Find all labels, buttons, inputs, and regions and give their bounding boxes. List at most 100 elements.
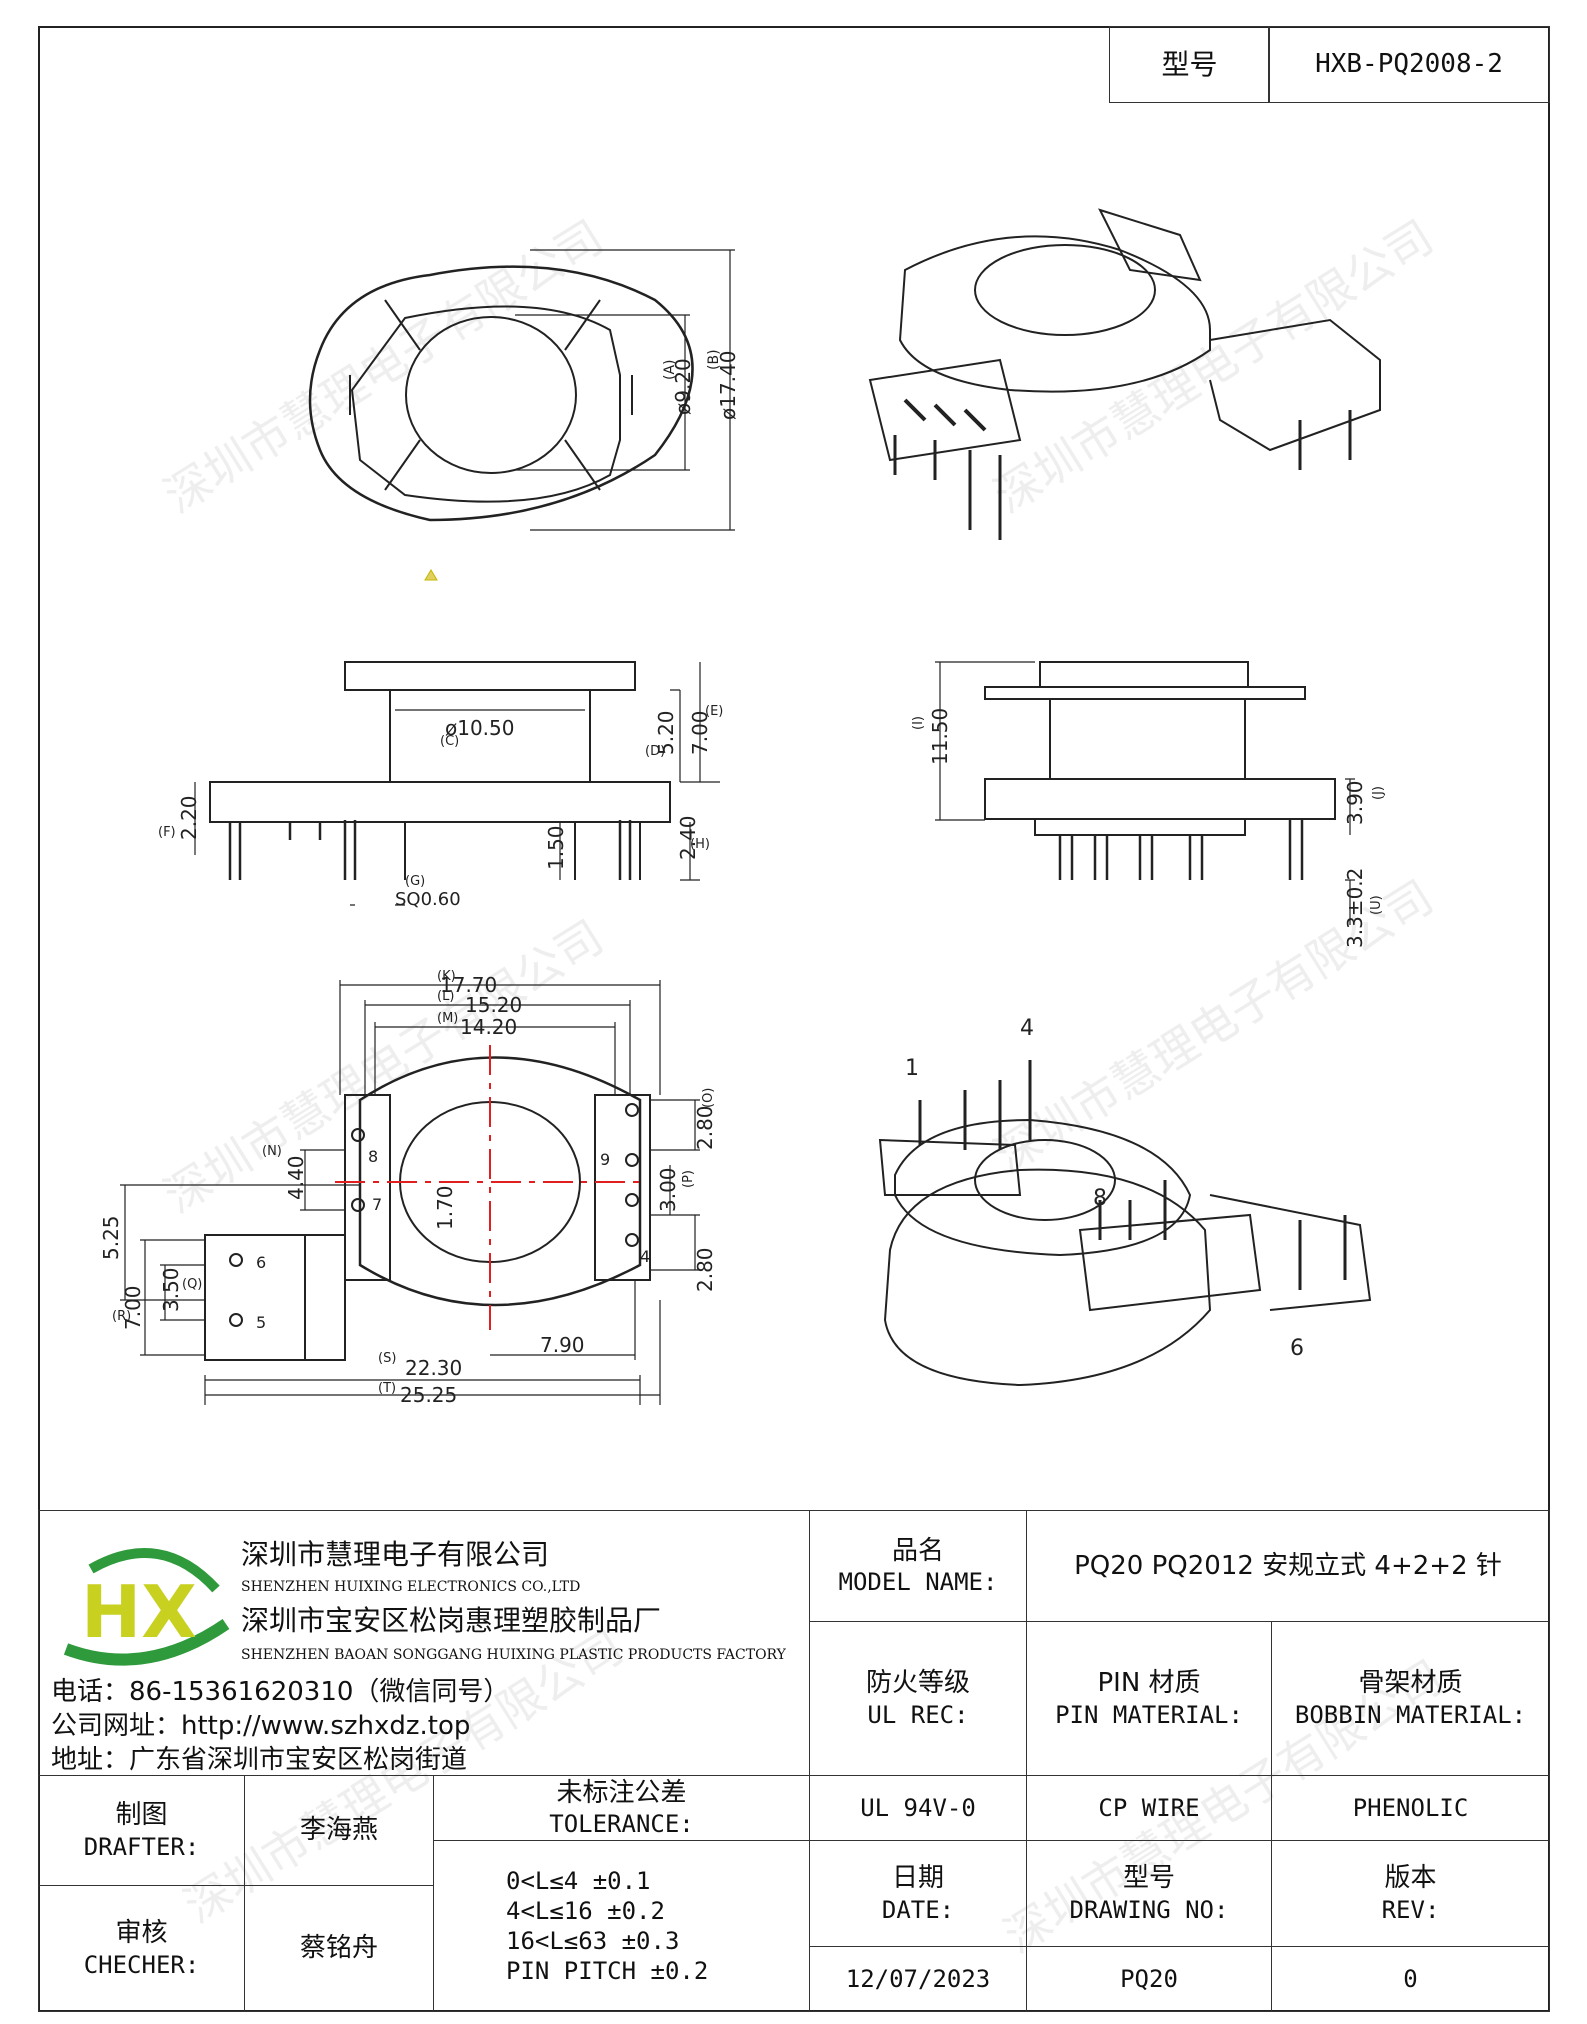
bobbin-value: PHENOLIC — [1352, 1794, 1469, 1822]
drawing-no-header: 型号 DRAWING NO: — [1026, 1840, 1272, 1947]
logo-text: HX — [81, 1570, 197, 1654]
drafter-name-cell: 李海燕 — [244, 1775, 434, 1886]
model-label: 型号 — [1161, 48, 1218, 81]
dim-g-value: SQ0.60 — [395, 889, 461, 910]
top-view-dim-lines — [684, 250, 731, 530]
dim-x-value: 5.25 — [99, 1215, 123, 1260]
dim-s-value: 22.30 — [405, 1356, 462, 1380]
dim-r-label: (R) — [112, 1309, 131, 1324]
dim-v-value: 1.70 — [433, 1185, 457, 1230]
dim-d-label: (D) — [645, 744, 665, 759]
front-top-flange — [344, 661, 636, 691]
dim-w-line — [490, 1280, 636, 1360]
dim-j-value: 3.90 — [1343, 780, 1367, 825]
dim-o-label: (O) — [701, 1088, 716, 1108]
front-pins — [343, 820, 632, 880]
dim-m-value: 14.20 — [460, 1015, 517, 1039]
dim-p-value: 3.00 — [656, 1167, 680, 1212]
side-view — [935, 661, 1355, 925]
date-value: 12/07/2023 — [845, 1965, 991, 1993]
front-view — [194, 661, 720, 906]
dim-l-label: (L) — [437, 989, 454, 1004]
drawing-no-en: DRAWING NO: — [1069, 1895, 1229, 1924]
ul-value: UL 94V-0 — [860, 1794, 976, 1822]
dim-n-value: 4.40 — [284, 1155, 308, 1200]
company-name-en: SHENZHEN HUIXING ELECTRONICS CO.,LTD — [241, 1579, 581, 1595]
tolerance-values: 0<L≤4 ±0.1 4<L≤16 ±0.2 16<L≤63 ±0.3 PIN … — [433, 1840, 810, 2012]
date-en: DATE: — [881, 1895, 955, 1924]
dim-j-label: (J) — [1371, 786, 1386, 800]
dim-h2-value: 1.50 — [544, 825, 568, 870]
dim-c-label: (C) — [440, 734, 459, 749]
iso-bottom-view — [878, 1060, 1372, 1387]
model-name-en: MODEL NAME: — [838, 1568, 998, 1597]
drawing-no-value: PQ20 — [1120, 1965, 1178, 1993]
tolerance-line: 16<L≤63 ±0.3 — [506, 1927, 680, 1955]
drafter-en: DRAFTER: — [83, 1832, 200, 1861]
dim-b-label: (B) — [706, 349, 722, 370]
rev-value-cell: 0 — [1271, 1946, 1550, 2012]
dim-o-value: 2.80 — [693, 1105, 717, 1150]
pin-material-en: PIN MATERIAL: — [1055, 1700, 1243, 1729]
checker-en: CHECHER: — [83, 1950, 200, 1979]
dim-w-value: 7.90 — [540, 1333, 585, 1357]
side-core — [1049, 698, 1246, 780]
company-address: 地址：广东省深圳市宝安区松岗街道 — [51, 1745, 468, 1775]
pin-hole — [229, 1253, 243, 1267]
drafter-name: 李海燕 — [299, 1815, 378, 1846]
iso-pin-number: 6 — [1290, 1336, 1304, 1361]
pin-hole — [229, 1313, 243, 1327]
iso-bottom-pin-block-right — [1078, 1213, 1262, 1312]
pin-value-cell: CP WIRE — [1026, 1775, 1272, 1841]
model-name-value: PQ20 PQ2012 安规立式 4+2+2 针 — [1074, 1550, 1502, 1581]
rev-value: 0 — [1403, 1965, 1418, 1993]
pin-material-cn: PIN 材质 — [1097, 1668, 1201, 1699]
dim-t-label: (T) — [378, 1381, 396, 1396]
pin-hole — [625, 1153, 639, 1167]
top-view-tabs — [349, 375, 633, 415]
company-phone: 电话：86-15361620310（微信同号） — [51, 1677, 510, 1707]
dim-m-line — [374, 1022, 616, 1095]
dim-u-label: (U) — [1369, 895, 1384, 915]
model-value-cell: HXB-PQ2008-2 — [1268, 26, 1550, 103]
dim-k-value: 17.70 — [440, 973, 497, 997]
bobbin-material-cn: 骨架材质 — [1358, 1668, 1463, 1699]
tolerance-cn: 未标注公差 — [556, 1777, 687, 1808]
dim-x-line — [120, 1184, 360, 1301]
dim-p-label: (P) — [681, 1170, 696, 1188]
bottom-side-tab — [204, 1234, 306, 1361]
pin-number: 5 — [256, 1313, 266, 1332]
dim-l-value: 15.20 — [465, 993, 522, 1017]
dim-i-value: 11.50 — [928, 708, 952, 765]
dim-l-line — [364, 1000, 631, 1095]
drawing-no-value-cell: PQ20 — [1026, 1946, 1272, 2012]
dim-h-value: 2.40 — [676, 815, 700, 860]
iso-side-tab — [1209, 318, 1381, 452]
iso-bottom-core-hole — [974, 1139, 1116, 1221]
dim-k-label: (K) — [437, 969, 456, 984]
pin-number: 6 — [256, 1253, 266, 1272]
top-view-extension-lines — [515, 249, 735, 531]
bottom-pin-block-left — [344, 1094, 391, 1281]
bobbin-material-en: BOBBIN MATERIAL: — [1294, 1700, 1527, 1729]
dim-i-label: (I) — [911, 716, 926, 730]
dim-r-value: 7.00 — [121, 1285, 145, 1330]
dim-m-label: (M) — [437, 1011, 458, 1026]
dim-a-label: (A) — [662, 359, 678, 380]
pin-hole — [625, 1103, 639, 1117]
dim-q-label: (Q) — [182, 1277, 202, 1292]
side-base-lip — [1034, 819, 1246, 836]
bottom-pin-block-right — [594, 1094, 651, 1281]
tolerance-line: PIN PITCH ±0.2 — [506, 1957, 709, 1985]
dim-q-value: 3.50 — [159, 1267, 183, 1312]
rev-cn: 版本 — [1384, 1863, 1437, 1894]
pin-hole — [351, 1128, 365, 1142]
model-value: HXB-PQ2008-2 — [1315, 49, 1503, 80]
dim-t-line — [205, 1300, 661, 1405]
ul-value-cell: UL 94V-0 — [809, 1775, 1027, 1841]
company-name-cn: 深圳市慧理电子有限公司 — [241, 1538, 550, 1571]
center-lines — [335, 1045, 645, 1330]
pin-hole — [351, 1198, 365, 1212]
model-name-cn: 品名 — [891, 1535, 944, 1566]
dim-g-label: (G) — [405, 874, 425, 889]
